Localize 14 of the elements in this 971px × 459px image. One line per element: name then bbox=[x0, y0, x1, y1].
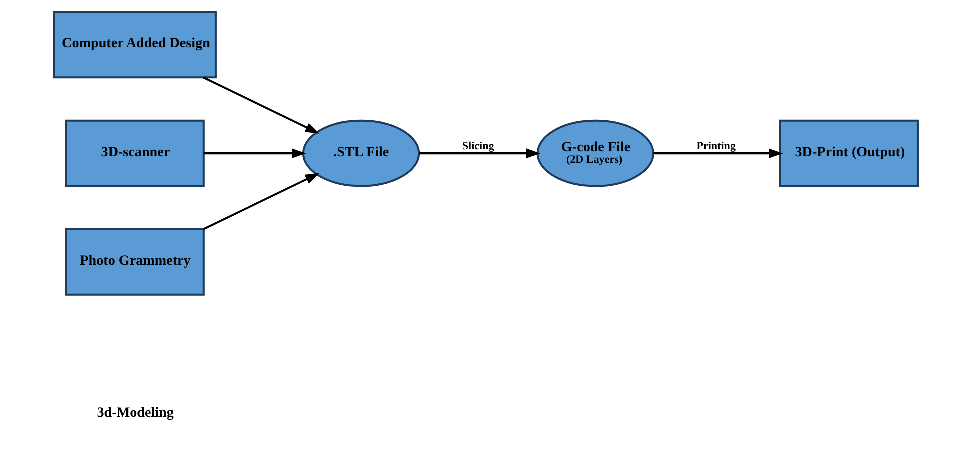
label: 3d-Modeling bbox=[96, 404, 174, 421]
arrow bbox=[202, 76, 320, 134]
node-box: Computer Added Design bbox=[52, 11, 216, 79]
node-box: 3D-Print (Output) bbox=[778, 120, 918, 188]
arrow bbox=[418, 148, 540, 158]
edge-label: Slicing bbox=[462, 140, 494, 152]
arrow bbox=[653, 148, 783, 158]
node-ellipse: G-code File (2D Layers) bbox=[536, 120, 654, 188]
arrow bbox=[202, 173, 320, 230]
node-box: Photo Grammetry bbox=[64, 228, 204, 296]
node-ellipse: .STL File bbox=[302, 120, 420, 188]
node-box: 3D-scanner bbox=[64, 120, 204, 188]
edge-label: Printing bbox=[696, 140, 736, 152]
arrow bbox=[203, 148, 306, 158]
